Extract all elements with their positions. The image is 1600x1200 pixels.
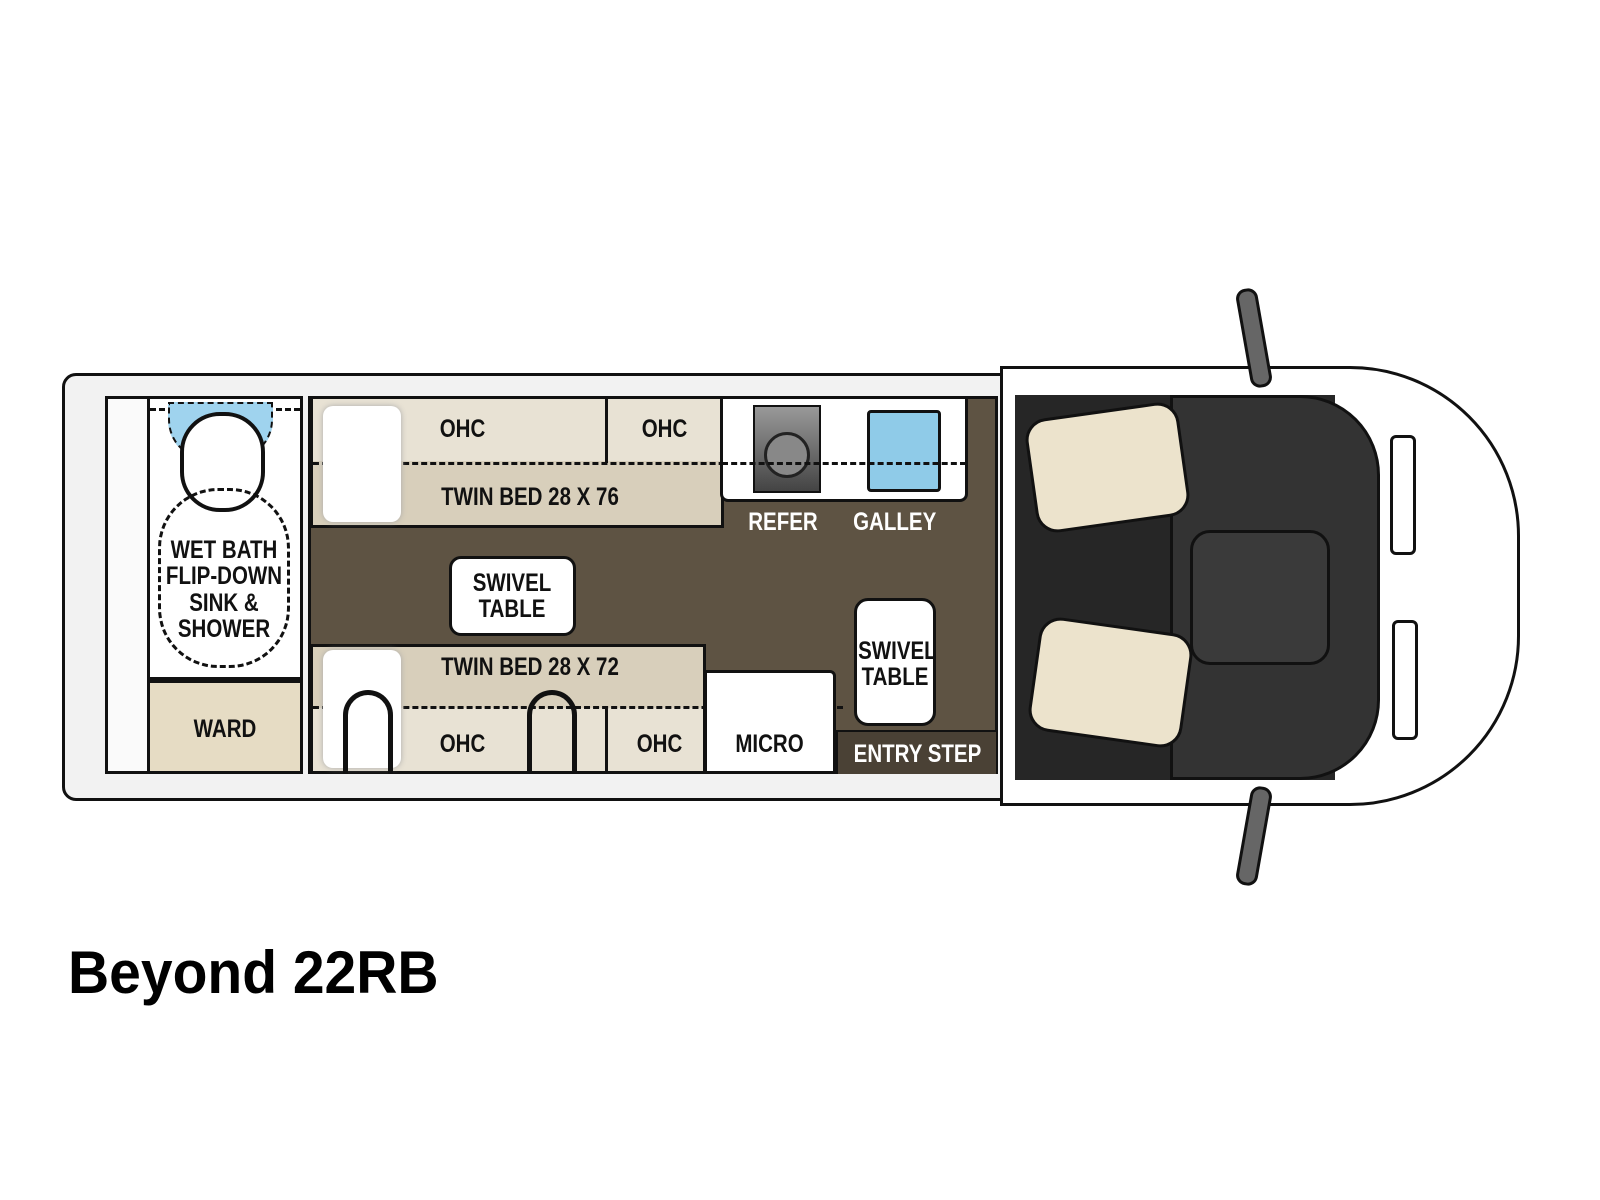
galley-label: GALLEY bbox=[853, 508, 937, 536]
ohc-top-2-label: OHC bbox=[641, 415, 688, 443]
wet-bath-line: SHOWER bbox=[177, 614, 271, 643]
sink-icon bbox=[867, 410, 941, 492]
swivel-table-1 bbox=[449, 556, 576, 636]
shower-area bbox=[158, 488, 290, 668]
seatbelt-icon bbox=[527, 690, 577, 774]
swivel-table-1-label: SWIVEL TABLE bbox=[463, 570, 561, 623]
center-console bbox=[1190, 530, 1330, 665]
passenger-seat-icon bbox=[1025, 614, 1196, 751]
driver-seat-icon bbox=[1022, 399, 1193, 536]
twin-bed-bottom-label: TWIN BED 28 X 72 bbox=[441, 653, 619, 681]
wet-bath-line: SINK & bbox=[189, 588, 259, 617]
ohc-bottom-2-label: OHC bbox=[636, 730, 683, 758]
entry-step bbox=[836, 730, 996, 774]
rear-wall bbox=[105, 396, 150, 774]
ohc-dash bbox=[313, 706, 843, 709]
seatbelt-icon bbox=[343, 690, 393, 774]
floorplan-title: Beyond 22RB bbox=[68, 939, 439, 1006]
pillow-icon bbox=[323, 406, 401, 522]
swivel-line: SWIVEL bbox=[858, 637, 937, 665]
swivel-table-2 bbox=[854, 598, 936, 726]
swivel-line: SWIVEL bbox=[472, 569, 552, 597]
twin-bed-top-label: TWIN BED 28 X 76 bbox=[441, 483, 619, 511]
wet-bath-label: WET BATH FLIP-DOWN SINK & SHOWER bbox=[163, 537, 284, 642]
galley-dash bbox=[722, 462, 966, 465]
swivel-line: TABLE bbox=[861, 663, 929, 692]
wardrobe bbox=[147, 680, 303, 774]
ohc-top-1-label: OHC bbox=[439, 415, 486, 443]
ohc-divider bbox=[605, 706, 608, 772]
burner-icon bbox=[764, 432, 810, 478]
wet-bath-line: WET BATH bbox=[170, 536, 278, 564]
micro-label: MICRO bbox=[735, 730, 804, 758]
windshield-slot bbox=[1392, 620, 1418, 740]
refer-label: REFER bbox=[748, 508, 818, 536]
entry-step-label: ENTRY STEP bbox=[853, 740, 982, 768]
swivel-table-2-label: SWIVEL TABLE bbox=[858, 637, 937, 692]
ward-label: WARD bbox=[193, 715, 257, 743]
ohc-divider bbox=[605, 399, 608, 463]
wet-bath-line: FLIP-DOWN bbox=[165, 562, 283, 591]
microwave bbox=[704, 670, 836, 774]
ohc-dash bbox=[313, 462, 968, 465]
swivel-line: TABLE bbox=[478, 595, 546, 624]
windshield-slot bbox=[1390, 435, 1416, 555]
ohc-bottom-1-label: OHC bbox=[439, 730, 486, 758]
